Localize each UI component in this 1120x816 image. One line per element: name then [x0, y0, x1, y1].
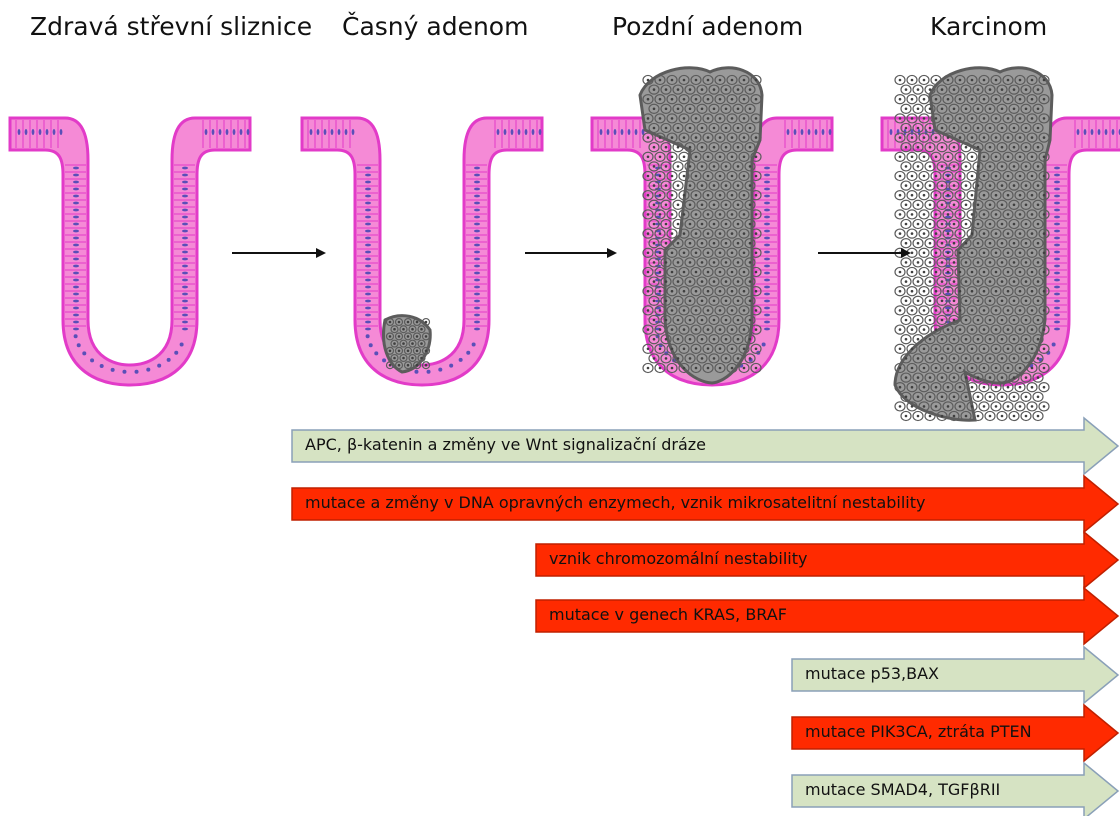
- transition-arrow-1: [232, 248, 326, 258]
- pathway-arrow-7: [792, 763, 1118, 816]
- crypt-carcinoma: [882, 68, 1120, 421]
- crypt-healthy: [10, 118, 250, 385]
- mucosa-cells: [16, 120, 249, 374]
- pathway-arrow-5: [792, 647, 1118, 703]
- pathway-arrow-3: [536, 532, 1118, 588]
- crypt-late-adenoma: [592, 68, 832, 385]
- pathway-arrow-1: [292, 418, 1118, 474]
- transition-arrow-2: [525, 248, 617, 258]
- mucosa-band: [10, 118, 250, 385]
- pathway-arrow-4: [536, 588, 1118, 644]
- stage-transition-arrows: [232, 248, 911, 258]
- pathway-arrow-2: [292, 476, 1118, 532]
- pathway-arrow-6: [792, 705, 1118, 761]
- crypt-early-adenoma: [302, 118, 542, 385]
- mutation-pathway-arrows: [292, 418, 1118, 816]
